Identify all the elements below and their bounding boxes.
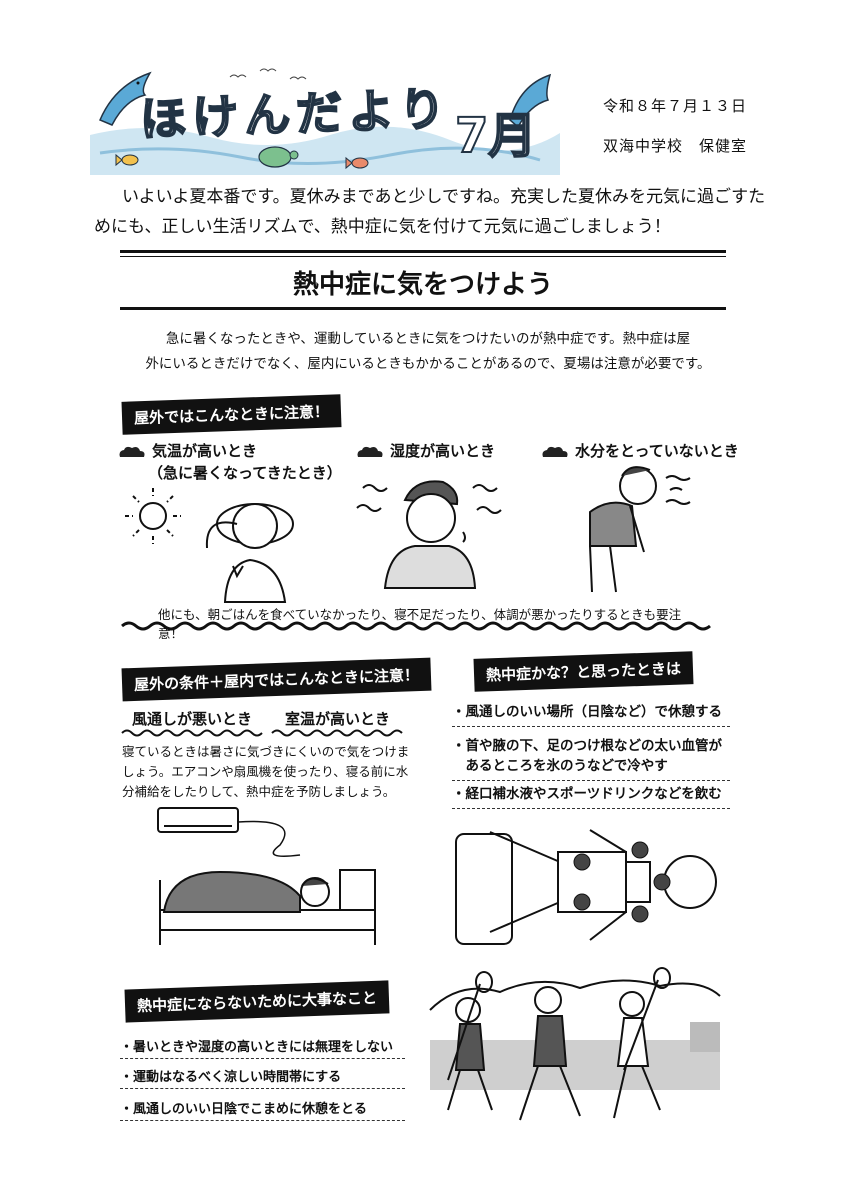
condition-label: 気温が高いとき xyxy=(152,442,258,460)
wavy-underline xyxy=(121,729,263,737)
also-note: 他にも、朝ごはんを食べていなかったり、寝不足だったり、体調が悪かったりするときも… xyxy=(158,607,682,641)
intro-line: めにも、正しい生活リズムで、熱中症に気を付けて元気に過ごしましょう！ xyxy=(94,217,671,237)
first-aid-item: あるところを氷のうなどで冷やす xyxy=(452,758,668,774)
indoor-condition-temperature: 室温が高いとき xyxy=(285,710,391,728)
exercise-illustration xyxy=(429,967,721,1121)
humid-weather-illustration xyxy=(356,480,502,589)
indoor-banner: 屋外の条件＋屋内ではこんなときに注意！ xyxy=(121,657,432,702)
outdoor-banner: 屋外ではこんなときに注意！ xyxy=(121,394,342,435)
hot-weather-illustration xyxy=(125,488,294,603)
prevention-item: ・運動はなるべく涼しい時間帯にする xyxy=(120,1070,342,1085)
dehydrated-illustration xyxy=(589,466,691,593)
first-aid-item: ・首や腋の下、足のつけ根などの太い血管が xyxy=(452,738,722,754)
condition-water: 水分をとっていないとき xyxy=(541,440,739,461)
masthead-illustration xyxy=(90,68,560,175)
newsletter-month: 7月 xyxy=(454,107,537,165)
bed-icon xyxy=(159,869,376,945)
heading-rule xyxy=(120,307,726,310)
indoor-line: 寝ているときは暑さに気づきにくいので気をつけま xyxy=(122,744,410,759)
dotted-rule xyxy=(452,780,730,781)
lead-line: 外にいるときだけでなく、屋内にいるときもかかることがあるので、夏場は注意が必要で… xyxy=(145,356,711,372)
indoor-line: しょう。エアコンや扇風機を使ったり、寝る前に水 xyxy=(122,764,409,779)
dotted-rule xyxy=(120,1120,405,1121)
newsletter-title: ほけんだより xyxy=(138,81,453,148)
cloud-icon xyxy=(119,446,145,457)
dotted-rule xyxy=(452,808,730,809)
dolphin-icon xyxy=(509,73,552,129)
intro-line: いよいよ夏本番です。夏休みまであと少しですね。充実した夏休みを元気に過ごすた xyxy=(122,187,766,207)
cooling-illustration xyxy=(455,829,717,945)
condition-humidity: 湿度が高いとき xyxy=(356,440,495,461)
sun-icon xyxy=(125,488,181,544)
indoor-text: 寝ているときは暑さに気づきにくいので気をつけま しょう。エアコンや扇風機を使った… xyxy=(122,742,422,802)
dotted-rule xyxy=(120,1088,405,1089)
school-name: 双海中学校 保健室 xyxy=(603,137,748,155)
cloud-icon xyxy=(542,446,568,457)
wavy-underline xyxy=(271,729,403,737)
condition-sublabel: （急に暑くなってきたとき） xyxy=(148,464,342,482)
dotted-rule xyxy=(120,1058,405,1059)
important-banner: 熱中症にならないために大事なこと xyxy=(124,980,390,1023)
dolphin-icon xyxy=(99,71,152,126)
indoor-condition-ventilation: 風通しが悪いとき xyxy=(132,710,253,728)
page-title: 熱中症に気をつけよう xyxy=(292,270,553,300)
heading-rule xyxy=(120,250,726,253)
sleeping-illustration xyxy=(157,807,376,945)
issue-date: 令和８年７月１３日 xyxy=(603,97,748,115)
turtle-icon xyxy=(258,146,299,168)
lead-line: 急に暑くなったときや、運動しているときに気をつけたいのが熱中症です。熱中症は屋 xyxy=(165,331,691,347)
dotted-rule xyxy=(452,726,730,727)
condition-label: 水分をとっていないとき xyxy=(575,442,739,460)
intro-text: いよいよ夏本番です。夏休みまであと少しですね。充実した夏休みを元気に過ごすた め… xyxy=(94,182,774,242)
wavy-divider xyxy=(121,621,711,631)
indoor-line: 分補給をしたりして、熱中症を予防しましょう。 xyxy=(122,784,396,799)
fish-icon xyxy=(115,153,369,170)
lead-text: 急に暑くなったときや、運動しているときに気をつけたいのが熱中症です。熱中症は屋 … xyxy=(138,327,718,377)
cloud-icon xyxy=(357,446,383,457)
first-aid-item: ・経口補水液やスポーツドリンクなどを飲む xyxy=(452,786,722,802)
prevention-item: ・風通しのいい日陰でこまめに休憩をとる xyxy=(120,1102,368,1117)
air-conditioner-icon xyxy=(157,807,239,833)
first-aid-item: ・風通しのいい場所（日陰など）で休憩する xyxy=(452,704,722,720)
prevention-item: ・暑いときや湿度の高いときには無理をしない xyxy=(120,1040,394,1055)
suspect-banner: 熱中症かな？と思ったときは xyxy=(473,651,694,692)
condition-label: 湿度が高いとき xyxy=(390,442,496,460)
condition-temperature: 気温が高いとき xyxy=(118,440,257,461)
heading-rule xyxy=(120,256,726,257)
